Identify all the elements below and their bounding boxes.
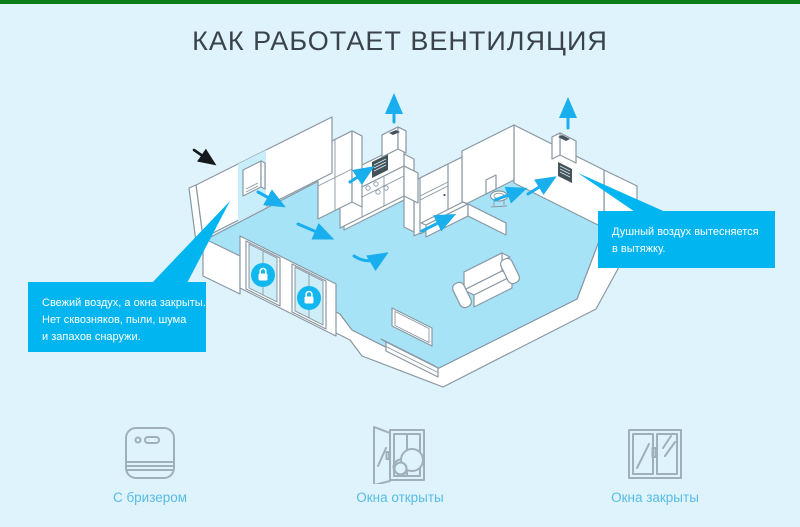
- airflow-arrows: [192, 93, 577, 271]
- stove-burners: [365, 181, 389, 195]
- back-left-wall: [188, 116, 333, 243]
- legend-label: Окна закрыты: [611, 490, 699, 505]
- callout-line: Свежий воздух, а окна закрыты.: [42, 297, 206, 309]
- callout-line: и запахов снаружи.: [42, 331, 141, 344]
- legend-item-breather: С бризером: [55, 426, 245, 505]
- legend-label: С бризером: [112, 490, 188, 505]
- breather-air-arrow: [256, 189, 286, 208]
- window-wall: [239, 235, 337, 337]
- callout-exhaust: Душный воздух вытесняется в вытяжку.: [598, 211, 775, 268]
- right-exhaust-grille-icon: [558, 162, 572, 183]
- callout-pointer-left: [150, 201, 230, 285]
- floor-air-arrow-curved: [352, 252, 389, 271]
- callout-pointer-right: [578, 173, 670, 214]
- callout-line: в вытяжку.: [612, 243, 666, 256]
- window-open-icon: [373, 426, 425, 484]
- apartment-diagram: [150, 93, 670, 388]
- window-closed-icon: [628, 429, 682, 479]
- bathroom-air-arrow: [493, 186, 528, 204]
- hallway-air-arrow: [420, 213, 457, 233]
- floor-air-arrow: [296, 222, 335, 240]
- legend-label: Окна открыты: [356, 490, 444, 505]
- sofa: [451, 252, 521, 309]
- right-exhaust-duct: [551, 132, 577, 164]
- legend-item-windows-open: Окна открыты: [305, 426, 495, 505]
- breather-device: [242, 160, 266, 197]
- lock-icon: [297, 286, 321, 310]
- legend-item-windows-closed: Окна закрыты: [560, 426, 750, 505]
- page-title: КАК РАБОТАЕТ ВЕНТИЛЯЦИЯ: [192, 26, 608, 56]
- front-wall-connector: [202, 237, 241, 295]
- right-room-wall: [513, 124, 605, 229]
- callout-line: Нет сквозняков, пыли, шума: [42, 314, 187, 327]
- breather-device-icon: [125, 427, 175, 479]
- lock-icon: [251, 263, 275, 287]
- tv: [380, 307, 439, 378]
- callout-line: Душный воздух вытесняется: [612, 226, 759, 238]
- callout-fresh-air: Свежий воздух, а окна закрыты. Нет сквоз…: [28, 282, 206, 352]
- kitchen-exhaust-duct: [381, 126, 407, 158]
- kitchen-grille-arrow: [348, 166, 375, 186]
- right-grille-arrow: [526, 176, 557, 196]
- entry-air-arrow: [192, 148, 217, 166]
